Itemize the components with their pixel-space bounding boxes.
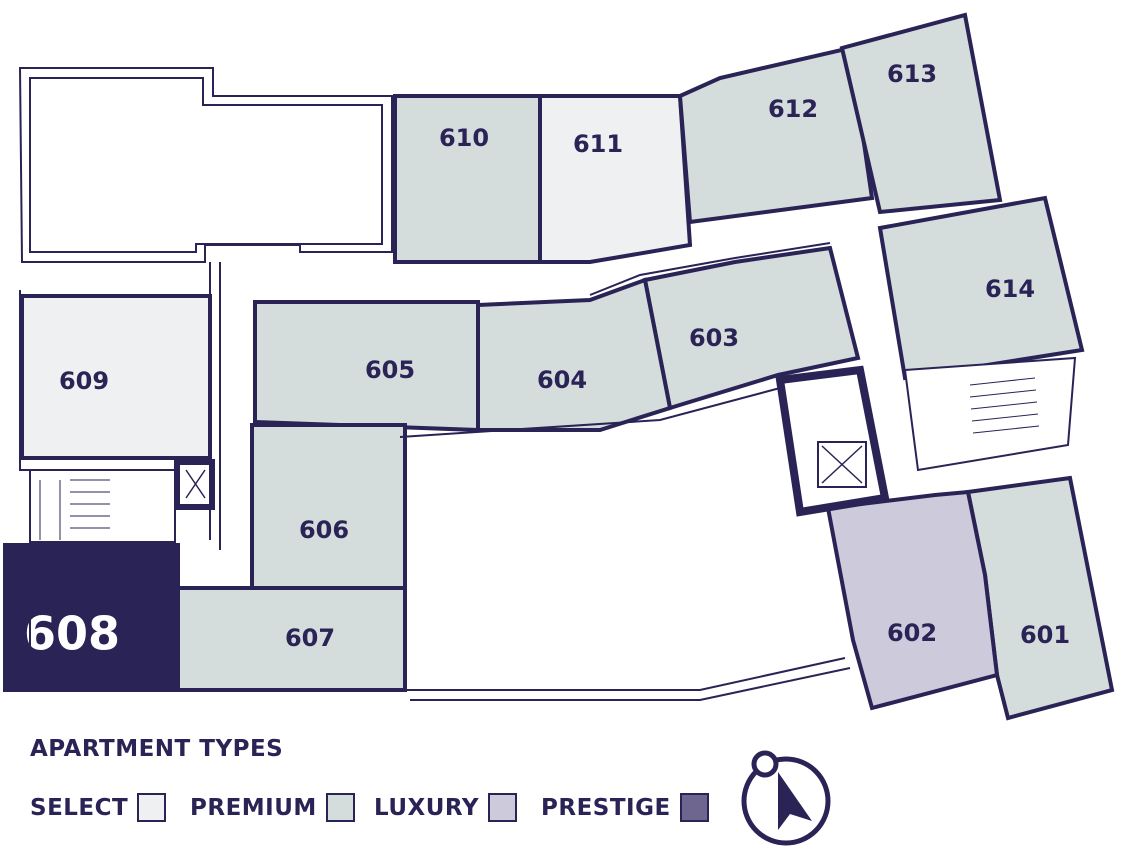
unit-610-area[interactable] — [393, 94, 542, 264]
unit-604-area[interactable] — [476, 277, 673, 432]
unit-613-label: 613 — [887, 60, 937, 88]
unit-601-label: 601 — [1020, 621, 1070, 649]
units-layer: 601 602 603 604 605 606 607 608 609 610 611 612 613 6… — [3, 12, 1115, 721]
legend-item-select: SELECT — [30, 793, 167, 822]
unit-609-area[interactable] — [20, 294, 212, 460]
legend-item-prestige: PRESTIGE — [541, 793, 709, 822]
unit-606[interactable]: 606 — [250, 423, 407, 590]
unit-609[interactable]: 609 — [20, 294, 212, 460]
unit-607-label: 607 — [285, 624, 335, 652]
unit-608-label: 608 — [24, 607, 120, 661]
unit-610[interactable]: 610 — [393, 94, 542, 264]
unit-606-area[interactable] — [250, 423, 407, 590]
legend-swatch-select — [137, 793, 167, 822]
unit-608[interactable]: 608 — [3, 543, 180, 692]
unit-608-area[interactable] — [3, 543, 180, 692]
unit-606-label: 606 — [299, 516, 349, 544]
unit-611-label: 611 — [573, 130, 623, 158]
unit-614-label: 614 — [985, 275, 1035, 303]
stair-elevator-core-east — [775, 356, 1077, 517]
unit-602-area[interactable] — [825, 489, 1000, 711]
unit-604-label: 604 — [537, 366, 587, 394]
stair-elevator-core-west — [29, 459, 215, 543]
unit-613[interactable]: 613 — [839, 12, 1003, 215]
stairs-icon — [969, 377, 1040, 434]
unit-611[interactable]: 611 — [538, 94, 693, 264]
legend-label-prestige: PRESTIGE — [541, 794, 671, 821]
unit-611-area[interactable] — [538, 94, 693, 264]
unit-605[interactable]: 605 — [253, 300, 480, 433]
legend-label-luxury: LUXURY — [374, 794, 480, 821]
legend-label-select: SELECT — [30, 794, 129, 821]
north-arrow-compass-icon — [741, 750, 831, 846]
legend-label-premium: PREMIUM — [190, 794, 317, 821]
legend-item-premium: PREMIUM — [190, 793, 355, 822]
legend-swatch-premium — [325, 793, 355, 822]
unit-602-label: 602 — [887, 619, 937, 647]
unit-603-label: 603 — [689, 324, 739, 352]
unit-612-label: 612 — [768, 95, 818, 123]
unit-607[interactable]: 607 — [174, 586, 407, 692]
unit-614-area[interactable] — [877, 195, 1085, 381]
unit-612-area[interactable] — [677, 45, 875, 225]
unit-605-label: 605 — [365, 356, 415, 384]
unit-614[interactable]: 614 — [877, 195, 1085, 381]
unit-610-label: 610 — [439, 124, 489, 152]
terrace-outline — [18, 67, 393, 263]
unit-609-label: 609 — [59, 367, 109, 395]
unit-605-area[interactable] — [253, 300, 480, 433]
unit-604[interactable]: 604 — [476, 277, 673, 432]
unit-602[interactable]: 602 — [825, 489, 1000, 711]
legend-item-luxury: LUXURY — [374, 793, 518, 822]
unit-612[interactable]: 612 — [677, 45, 875, 225]
legend-swatch-prestige — [679, 793, 709, 822]
legend-swatch-luxury — [488, 793, 518, 822]
legend-title: APARTMENT TYPES — [30, 736, 284, 762]
stairs-icon — [39, 479, 110, 540]
unit-613-area[interactable] — [839, 12, 1003, 215]
